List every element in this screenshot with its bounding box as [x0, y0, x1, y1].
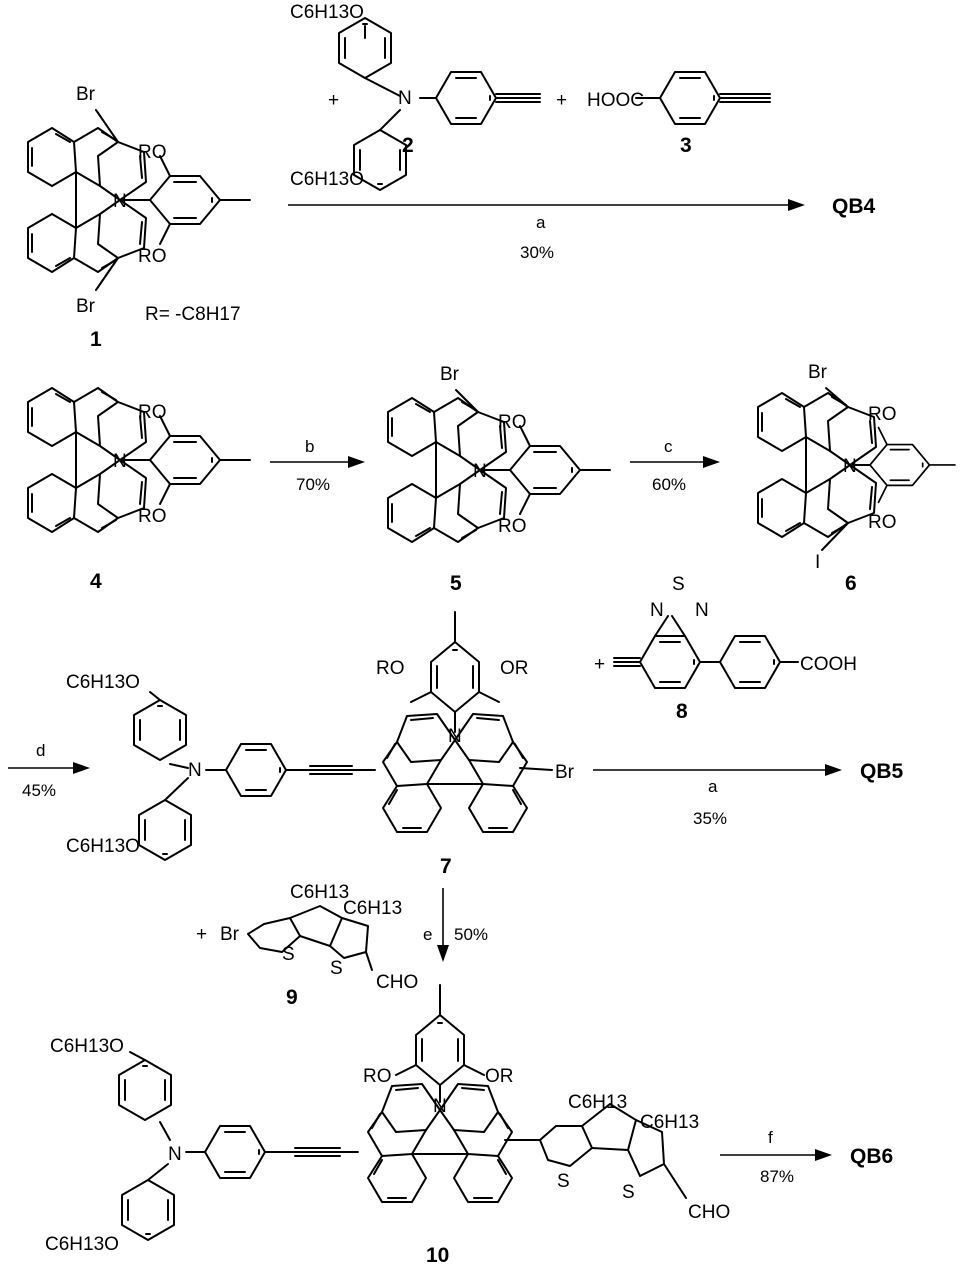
compound-2: + C6H13O N C6H13O 2 — [290, 2, 541, 191]
compound-label: 6 — [845, 572, 857, 595]
alkoxy-top: RO — [498, 412, 527, 433]
step-b: b 70% — [270, 437, 365, 494]
hexyl-label: C6H13 — [290, 882, 349, 903]
nitrogen-label: N — [398, 88, 412, 109]
plus-sign: + — [556, 90, 567, 111]
reagent-label: d — [36, 741, 45, 760]
compound-8: + N N S COOH 8 — [594, 574, 857, 723]
product-qb6: QB6 — [850, 1145, 893, 1168]
product-qb4: QB4 — [832, 195, 876, 218]
yield-label: 30% — [520, 243, 554, 262]
reagent-label: f — [768, 1128, 773, 1147]
compound-label: 8 — [676, 700, 688, 723]
carboxyl-label: HOOC — [587, 90, 644, 111]
compound-1: N Br Br RO RO 1 R= -C8H17 — [27, 84, 251, 351]
hexyl-label: C6H13 — [568, 1092, 627, 1113]
reagent-label: a — [536, 213, 546, 232]
yield-label: 45% — [22, 781, 56, 800]
product-qb5: QB5 — [860, 760, 904, 783]
bromo-label: Br — [808, 362, 828, 383]
hexyloxy-top: C6H13O — [66, 672, 140, 693]
yield-label: 35% — [693, 809, 727, 828]
step-e: e 50% — [423, 888, 488, 962]
compound-9: + Br S S CHO C6H13 C6H13 9 — [196, 882, 418, 1009]
nitrogen-label: N — [113, 191, 127, 212]
hexyl-label: C6H13 — [343, 898, 402, 919]
step-a-1: a 30% QB4 — [288, 195, 876, 262]
reagent-label: e — [423, 925, 432, 944]
r-definition: R= -C8H17 — [145, 304, 241, 325]
compound-label: 7 — [440, 855, 452, 878]
plus-sign: + — [196, 924, 207, 945]
alkoxy-right: OR — [500, 658, 529, 679]
nitrogen-label: N — [473, 461, 487, 482]
alkoxy-top: RO — [138, 402, 167, 423]
compound-7: C6H13O N C6H13O N RO OR Br 7 — [66, 611, 575, 878]
compound-label: 1 — [90, 328, 102, 351]
nitrogen-label: N — [843, 456, 857, 477]
hexyloxy-top: C6H13O — [290, 2, 364, 23]
yield-label: 60% — [652, 475, 686, 494]
alkoxy-bottom: RO — [498, 516, 527, 537]
step-d: d 45% — [8, 741, 90, 800]
compound-4: N RO RO 4 — [27, 387, 251, 593]
carboxyl-label: COOH — [800, 654, 857, 675]
compound-6: N Br RO RO I 6 — [757, 362, 956, 595]
hexyloxy-bottom: C6H13O — [66, 836, 140, 857]
alkoxy-left: RO — [363, 1066, 392, 1087]
alkoxy-bottom: RO — [868, 512, 897, 533]
aldehyde-label: CHO — [376, 972, 418, 993]
alkoxy-left: RO — [376, 658, 405, 679]
reagent-label: b — [305, 437, 314, 456]
compound-3: + HOOC 3 — [556, 71, 771, 157]
yield-label: 50% — [454, 925, 488, 944]
step-f: f 87% QB6 — [720, 1128, 893, 1186]
compound-10: C6H13O N C6H13O N RO OR S S CHO C6H13 C6… — [45, 984, 730, 1267]
hexyl-label: C6H13 — [640, 1112, 699, 1133]
bromo-label: Br — [220, 924, 240, 945]
nitrogen-label: N — [188, 760, 202, 781]
alkoxy-top: RO — [868, 404, 897, 425]
yield-label: 87% — [760, 1167, 794, 1186]
plus-sign: + — [328, 90, 339, 111]
nitrogen-label: N — [113, 451, 127, 472]
compound-label: 2 — [402, 134, 414, 157]
hexyloxy-top: C6H13O — [50, 1036, 124, 1057]
alkoxy-top: RO — [138, 142, 167, 163]
step-a-2: a 35% QB5 — [593, 760, 904, 828]
compound-label: 9 — [286, 986, 298, 1009]
aldehyde-label: CHO — [688, 1202, 730, 1223]
hexyloxy-bottom: C6H13O — [290, 169, 364, 190]
sulfur-label: S — [622, 1182, 635, 1203]
bromo-label: Br — [440, 364, 460, 385]
nitrogen-label: N — [650, 600, 664, 621]
alkoxy-right: OR — [485, 1066, 514, 1087]
yield-label: 70% — [296, 475, 330, 494]
reagent-label: c — [664, 437, 673, 456]
bromo-label-bottom: Br — [76, 296, 96, 317]
sulfur-label: S — [672, 574, 685, 595]
sulfur-label: S — [557, 1171, 570, 1192]
hexyloxy-bottom: C6H13O — [45, 1234, 119, 1255]
step-c: c 60% — [630, 437, 720, 494]
compound-label: 4 — [90, 570, 102, 593]
bromo-label-top: Br — [76, 84, 96, 105]
plus-sign: + — [594, 654, 605, 675]
nitrogen-label: N — [695, 600, 709, 621]
bromo-label: Br — [555, 762, 575, 783]
nitrogen-label: N — [168, 1144, 182, 1165]
nitrogen-label: N — [433, 1096, 447, 1117]
iodo-label: I — [815, 552, 820, 573]
compound-label: 5 — [450, 572, 462, 595]
alkoxy-bottom: RO — [138, 246, 167, 267]
alkoxy-bottom: RO — [138, 506, 167, 527]
compound-label: 10 — [426, 1244, 449, 1267]
reagent-label: a — [708, 777, 718, 796]
sulfur-label: S — [282, 944, 295, 965]
sulfur-label: S — [330, 958, 343, 979]
nitrogen-label: N — [448, 726, 462, 747]
compound-label: 3 — [680, 134, 692, 157]
compound-5: N Br RO RO 5 — [387, 364, 611, 595]
